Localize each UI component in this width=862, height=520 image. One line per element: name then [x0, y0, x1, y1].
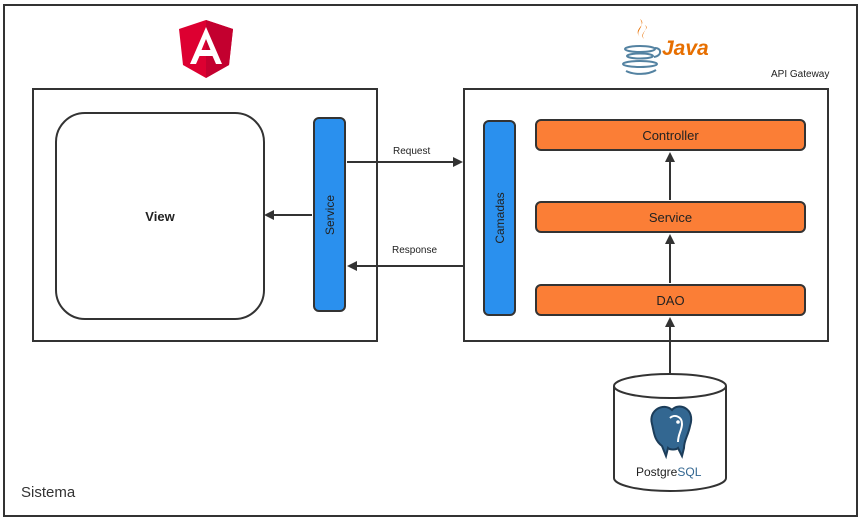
frontend-service-bar: Service: [313, 117, 346, 312]
system-boundary: [3, 4, 858, 517]
postgres-text-b: SQL: [677, 465, 702, 479]
java-cup-icon: [622, 19, 662, 75]
dao-box: DAO: [535, 284, 806, 316]
system-label: Sistema: [21, 484, 76, 501]
response-label: Response: [392, 245, 438, 256]
postgres-text-a: Postgre: [636, 465, 678, 479]
database-cylinder-icon: [613, 373, 727, 492]
dao-label: DAO: [656, 292, 685, 308]
layers-bar: Camadas: [483, 120, 516, 316]
service-box: Service: [535, 201, 806, 233]
service-label: Service: [648, 209, 693, 225]
angular-logo-icon: [179, 20, 233, 78]
api-gateway-label: API Gateway: [771, 69, 830, 80]
controller-box: Controller: [535, 119, 806, 151]
postgresql-elephant-icon: [650, 405, 693, 460]
postgresql-wordmark: PostgreSQL: [636, 465, 701, 479]
controller-label: Controller: [642, 127, 699, 143]
java-wordmark: Java: [662, 37, 709, 60]
java-logo: Java: [618, 15, 728, 77]
request-label: Request: [393, 146, 431, 157]
view-label: View: [145, 208, 175, 224]
